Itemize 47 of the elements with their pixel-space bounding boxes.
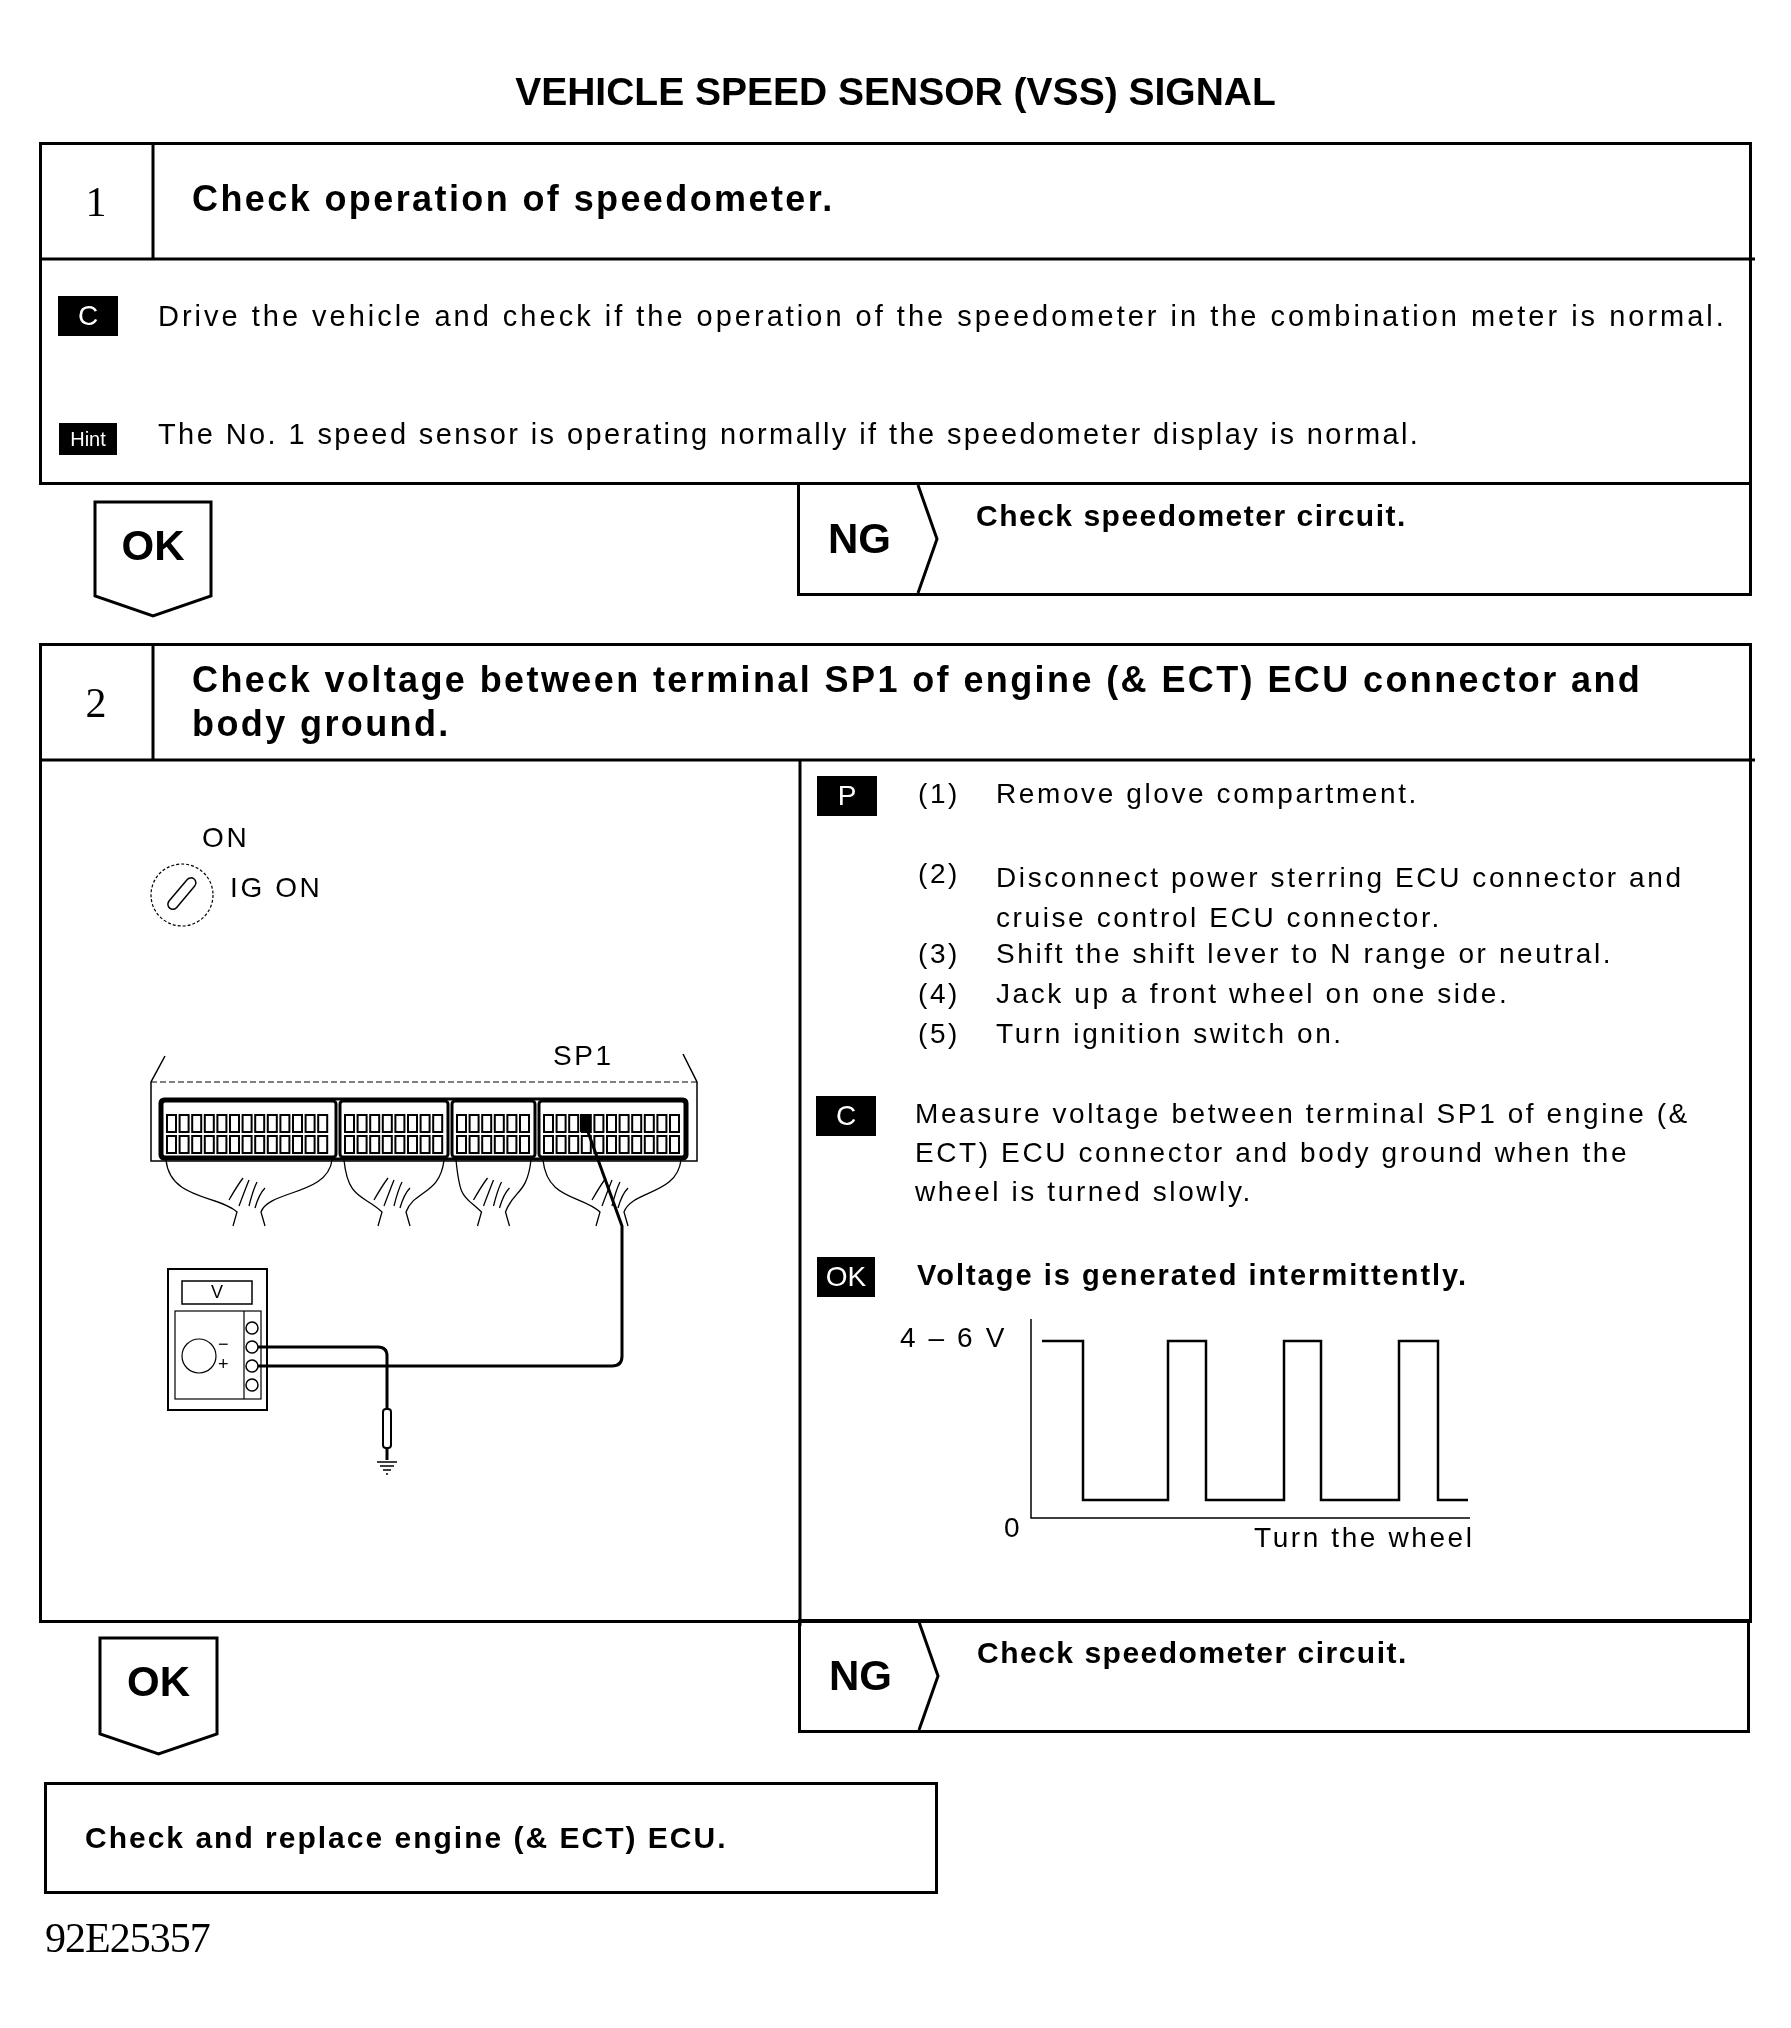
ok-arrow-box [93, 500, 213, 618]
diagram-title: VEHICLE SPEED SENSOR (VSS) SIGNAL [514, 70, 1277, 114]
instruction-text: Measure voltage between terminal SP1 of engine (& ECT) ECU connector and body ground when the wheel is turned slowly. [915, 1097, 1691, 1209]
step-heading: Check operation of speedometer. [192, 177, 836, 221]
step-index: (4) [918, 978, 961, 1010]
switch-position-label: ON [202, 822, 250, 854]
ng-result-box [797, 482, 1752, 596]
instruction-text: Remove glove compartment. [996, 778, 1420, 810]
step-number: 2 [84, 679, 108, 728]
tag-badge: Hint [59, 423, 117, 455]
action-text: Check and replace engine (& ECT) ECU. [85, 1821, 728, 1855]
tag-badge: C [58, 296, 118, 336]
ng-result-box [798, 1619, 1750, 1733]
switch-position-label: IG ON [230, 872, 323, 904]
step-index: (3) [918, 938, 961, 970]
result-text: Check speedometer circuit. [976, 499, 1407, 533]
tag-badge: OK [817, 1257, 875, 1297]
polarity-sign: − [218, 1334, 232, 1355]
hint-text: The No. 1 speed sensor is operating normally if the speedometer display is normal. [158, 418, 1422, 451]
result-label: OK [126, 1658, 191, 1706]
step-index: (1) [918, 778, 961, 810]
result-label: NG [829, 1652, 892, 1700]
instruction-text: Turn ignition switch on. [996, 1018, 1345, 1050]
instruction-text: Drive the vehicle and check if the operation of the speedometer in the combination meter is normal. [158, 299, 1728, 334]
axis-label: 0 [1004, 1512, 1023, 1544]
step-index: (5) [918, 1018, 961, 1050]
result-label: NG [828, 515, 891, 563]
instruction-text: Shift the shift lever to N range or neutral. [996, 938, 1615, 970]
result-text: Voltage is generated intermittently. [917, 1259, 1469, 1292]
tag-badge: P [817, 776, 877, 816]
axis-label: Turn the wheel [1254, 1522, 1475, 1554]
ok-arrow-box [98, 1636, 219, 1756]
check-step-panel [39, 643, 1752, 1623]
result-label: OK [120, 522, 186, 570]
action-box [44, 1782, 938, 1894]
instruction-text: Jack up a front wheel on one side. [996, 978, 1511, 1010]
step-number: 1 [84, 178, 108, 227]
figure-code: 92E25357 [45, 1914, 210, 1962]
tag-badge: C [816, 1096, 876, 1136]
step-index: (2) [918, 858, 961, 890]
terminal-label: SP1 [553, 1040, 614, 1072]
polarity-sign: + [218, 1354, 232, 1375]
instruction-text: Disconnect power sterring ECU connector and cruise control ECU connector. [996, 861, 1685, 935]
axis-label: 4 – 6 V [900, 1322, 1007, 1354]
step-heading: Check voltage between terminal SP1 of engine (& ECT) ECU connector and body ground. [192, 658, 1644, 746]
result-text: Check speedometer circuit. [977, 1636, 1408, 1670]
meter-label: V [210, 1282, 224, 1303]
